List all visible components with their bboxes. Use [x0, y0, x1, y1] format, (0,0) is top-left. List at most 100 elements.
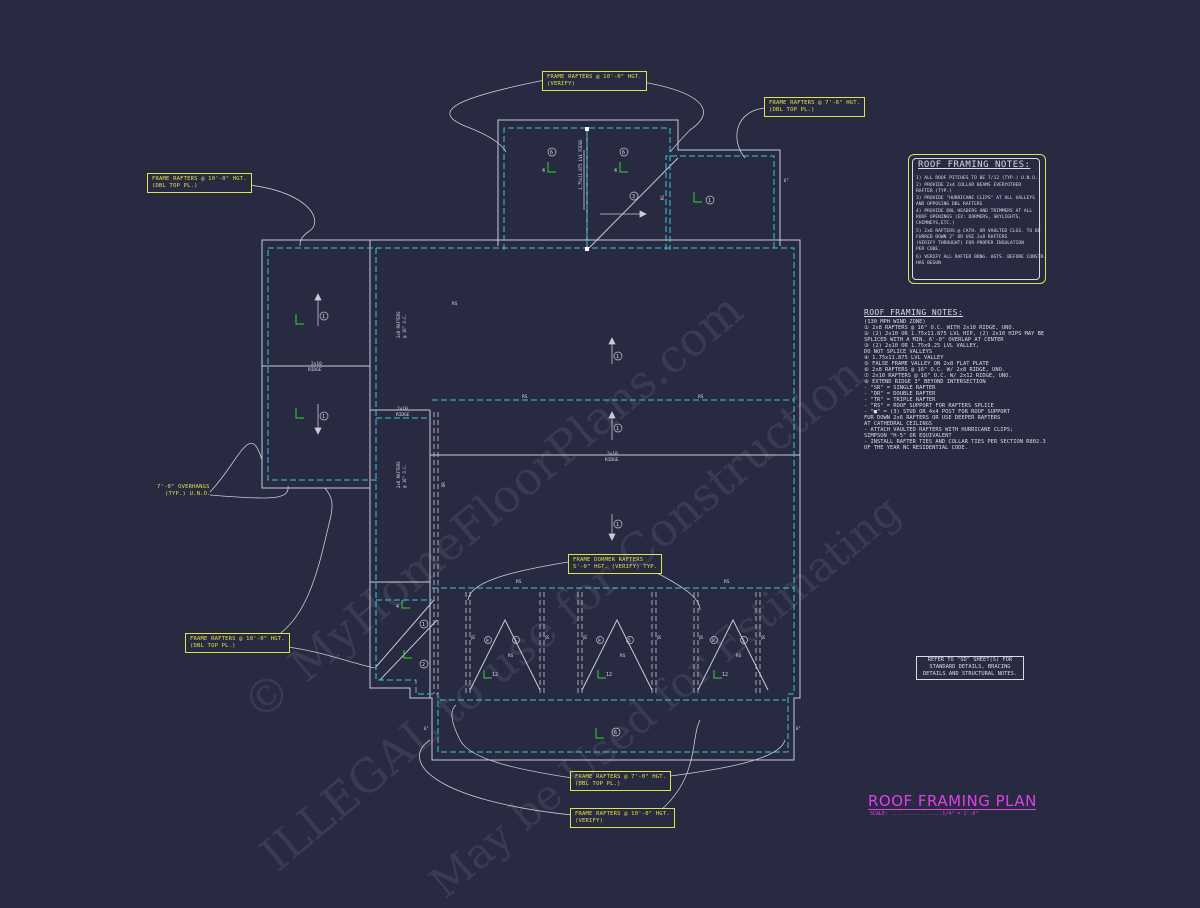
pitch-num: 12 — [492, 672, 498, 678]
general-notes-item: - ATTACH VAULTED RAFTERS WITH HURRICANE … — [864, 427, 1014, 433]
callout-line: FRAME RAFTERS @ 10'-0" HGT. — [575, 811, 670, 817]
circle-num: 6 — [550, 150, 553, 156]
circle-num: 1 — [708, 198, 711, 204]
notes-panel-item: (VERIFY THROUGHT) FOR PROPER INSULATION — [916, 241, 1024, 246]
general-notes-item: - INSTALL RAFTER TIES AND COLLAR TIES PE… — [864, 439, 1046, 445]
tr-label: TR — [761, 635, 766, 640]
callout-line: (DBL TOP PL.) — [152, 183, 198, 189]
post-marker — [585, 247, 589, 251]
number-circle — [419, 619, 429, 629]
rs-label: RS — [698, 394, 704, 400]
wall-outline-top-bump — [497, 119, 781, 246]
general-notes-item: ① 2x8 RAFTERS @ 16" O.C. WITH 2x10 RIDGE… — [864, 325, 1015, 331]
circle-num: 1 — [616, 522, 619, 528]
lvl-ridge-label: 1.75x11.875 LVL RIDGE — [578, 139, 583, 190]
general-notes-item: AT CATHEDRAL CEILINGS — [864, 421, 933, 427]
general-notes-item: - "DR" = DOUBLE RAFTER — [864, 391, 936, 397]
general-notes-item: ② (2) 2x10 OR 1.75x11.875 LVL HIP, (2) 2… — [864, 331, 1045, 337]
general-notes-item: ⑤ FALSE FRAME VALLEY ON 2x8 FLAT PLATE — [864, 361, 989, 367]
notes-panel-item: AND OPPOSING DBL RAFTERS — [916, 202, 983, 207]
dashed-top-right — [665, 155, 775, 250]
callout-line: FRAME RAFTERS @ 7'-6" HGT. — [769, 100, 861, 106]
callout-box-6: FRAME DORMER RAFTERS 5'-0" HGT. (VERIFY)… — [568, 554, 663, 574]
callout-line: FRAME RAFTERS @ 10'-0" HGT. — [190, 636, 285, 642]
general-notes-item: SIMPSON "H-5" OR EQUIVALENT — [864, 433, 952, 439]
circle-num: 8 — [712, 638, 715, 644]
number-circle — [626, 636, 634, 644]
number-circle — [613, 519, 623, 529]
callout-line: 7'-0" OVERHANGS — [157, 484, 210, 490]
pitch-symbol — [547, 162, 556, 173]
plan-title-underline — [868, 809, 1036, 810]
number-circle — [319, 311, 329, 321]
callout-line: (VERIFY) — [575, 818, 604, 824]
general-notes-item: OF THE YEAR NC RESIDENTIAL CODE. — [864, 445, 968, 451]
ridge-size-label-3: 2x10 — [607, 451, 618, 457]
overhang-dim: 6" — [424, 726, 429, 731]
circle-num: 1 — [616, 354, 619, 360]
callout-line: FRAME RAFTERS @ 7'-0" HGT. — [575, 774, 667, 780]
pitch-num: 12 — [722, 672, 728, 678]
number-circle — [611, 727, 621, 737]
notes-panel-inner-frame — [912, 158, 1040, 280]
tr-label: TR — [545, 635, 550, 640]
dormer-1-outline — [469, 618, 541, 691]
notes-panel-item: PER CODE. — [916, 247, 941, 252]
callout-line: FRAME RAFTERS @ 10'-0" HGT. — [152, 176, 247, 182]
general-notes-item: ③ (2) 2x10 OR 1.75x9.25 LVL VALLEY, — [864, 343, 980, 349]
pitch-symbol — [595, 728, 604, 739]
number-circle — [613, 423, 623, 433]
pitch-symbol — [295, 314, 304, 325]
rs-label: RS — [736, 653, 742, 659]
leader-c4 — [209, 443, 263, 493]
callout-line: (DBL TOP PL.) — [769, 107, 815, 113]
notes-panel-item: ROOF OPENINGS (EX: DORMERS, SKYLIGHTS, — [916, 215, 1022, 220]
callout-line: (DBL TOP PL.) — [190, 643, 236, 649]
leader-c7 — [451, 704, 573, 779]
refer-note-line: DETAILS AND STRUCTURAL NOTES. — [922, 671, 1018, 677]
hip-lower-left-2 — [379, 619, 438, 681]
general-notes-item: - "RS" = ROOF SUPPORT FOR RAFTERS SPLICE — [864, 403, 994, 409]
dormer-2-outline — [581, 618, 653, 691]
general-notes-item: ⑧ EXTEND RIDGE 3" BEYOND INTERSECTION — [864, 379, 986, 385]
circle-num: 1 — [616, 426, 619, 432]
leader-c7b — [654, 739, 786, 779]
pitch-symbol — [713, 670, 722, 679]
notes-panel-frame — [908, 154, 1046, 284]
ridge-label-2: RIDGE — [396, 412, 410, 418]
number-circle — [740, 636, 748, 644]
leader-c8 — [419, 739, 573, 816]
notes-panel-item: 1) ALL ROOF PITCHES TO BE 7/12 (TYP.) U.… — [916, 176, 1038, 181]
pitch-symbol — [295, 408, 304, 419]
circle-num: 5 — [742, 638, 745, 644]
rs-label: RS — [522, 394, 528, 400]
rs-label: RS — [516, 579, 522, 585]
pitch-symbol — [619, 162, 628, 173]
leader-c6 — [467, 561, 569, 601]
ridge-size-label: 2x10 — [311, 361, 322, 367]
general-notes-item: FUR DOWN 2x6 RAFTERS OR USE DEEPER RAFTE… — [864, 415, 1001, 421]
callout-box-7: FRAME RAFTERS @ 7'-0" HGT. (DBL TOP PL.) — [570, 771, 672, 791]
general-notes-item: - "TR" = TRIPLE RAFTER — [864, 397, 936, 403]
general-notes-item: ⑦ 2x10 RAFTERS @ 16" O.C. W/ 2x12 RIDGE,… — [864, 373, 1012, 379]
callout-line: (DBL TOP PL.) — [575, 781, 621, 787]
number-circle — [613, 351, 623, 361]
leader-c6b — [654, 571, 701, 611]
notes-panel-title: ROOF FRAMING NOTES: — [918, 160, 1031, 170]
ridge-size-label-2: 2x10 — [397, 406, 408, 412]
ridge-label: RIDGE — [308, 367, 322, 373]
circle-num: 1 — [322, 314, 325, 320]
rs-label: RS — [724, 579, 730, 585]
oc-label: @ 16" O.C. — [402, 314, 407, 338]
circle-num: 6 — [614, 730, 617, 736]
callout-box-2: FRAME RAFTERS @ 7'-6" HGT. (DBL TOP PL.) — [764, 97, 866, 117]
number-circle — [512, 636, 520, 644]
callout-box-5: FRAME RAFTERS @ 10'-0" HGT. (DBL TOP PL.… — [185, 633, 290, 653]
general-notes-item: ④ 1.75x11.875 LVL VALLEY — [864, 355, 944, 361]
oc-label-2: @ 16" O.C. — [402, 464, 407, 488]
callout-box-8: FRAME RAFTERS @ 10'-0" HGT. (VERIFY) — [570, 808, 675, 828]
tr-label: TR — [699, 635, 704, 640]
ridge-label-3: RIDGE — [605, 457, 619, 463]
plan-title: ROOF FRAMING PLAN — [868, 792, 1037, 810]
number-circle — [547, 147, 557, 157]
